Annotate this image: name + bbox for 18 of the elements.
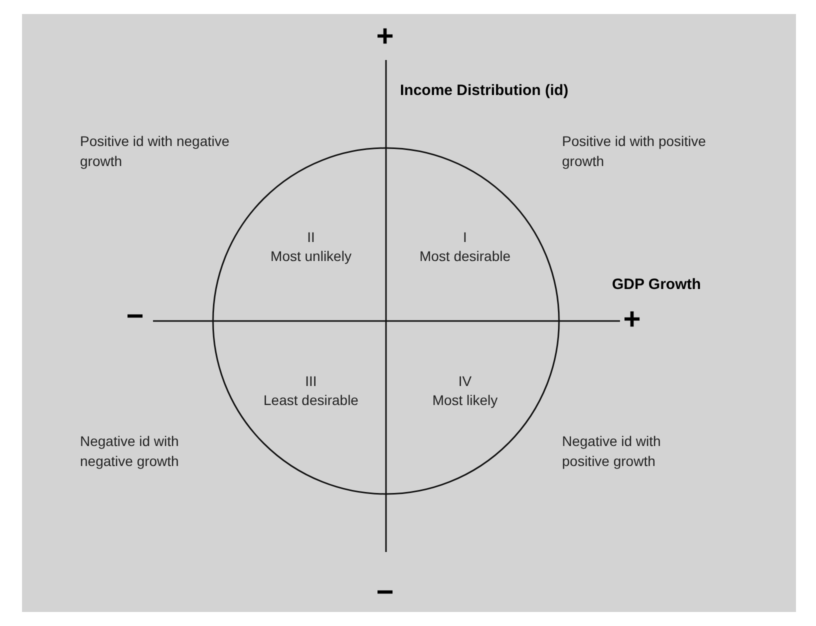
sign-label: −: [375, 578, 395, 608]
quadrant-note: Negative id with negative growth: [80, 432, 180, 471]
axis-title: GDP Growth: [612, 276, 702, 295]
roman-numeral: I: [462, 229, 468, 246]
quadrant-label: Least desirable: [262, 392, 360, 410]
roman-numeral: III: [304, 373, 318, 390]
quadrant-label: Most desirable: [418, 248, 512, 266]
roman-numeral: II: [306, 229, 316, 246]
roman-numeral: IV: [457, 373, 473, 390]
sign-label: −: [125, 302, 145, 332]
quadrant-note: Negative id with positive growth: [562, 432, 662, 471]
quadrant-label: Most likely: [431, 392, 499, 410]
quadrant-note: Positive id with negative growth: [80, 132, 230, 171]
quadrant-note: Positive id with positive growth: [562, 132, 707, 171]
sign-label: +: [375, 22, 395, 52]
quadrant-label: Most unlikely: [270, 248, 352, 266]
axis-title: Income Distribution (id): [400, 82, 570, 101]
sign-label: +: [622, 305, 642, 335]
